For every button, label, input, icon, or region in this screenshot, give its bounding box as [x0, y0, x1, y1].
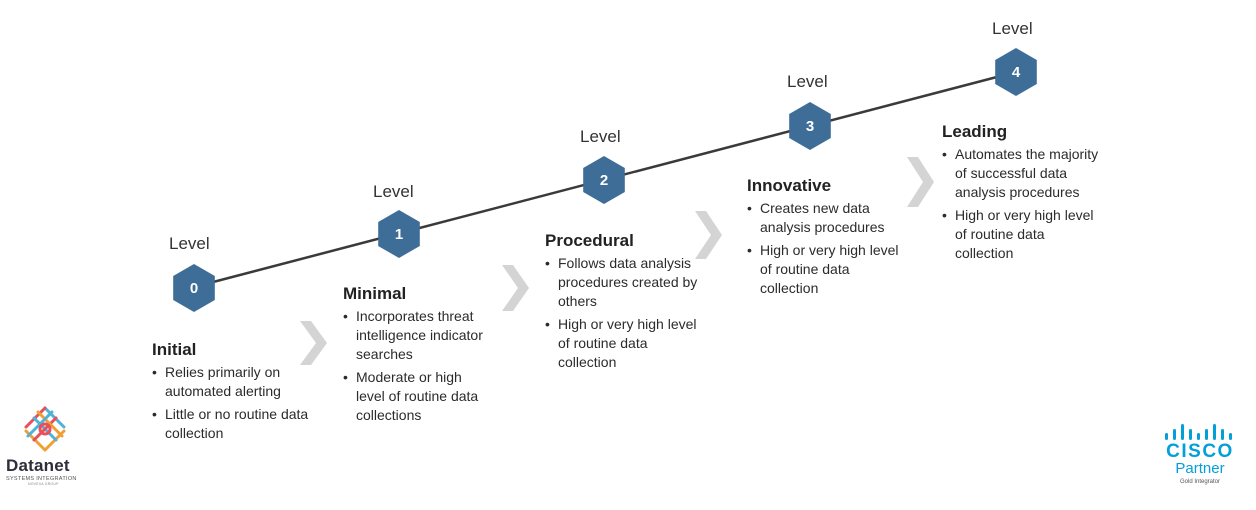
stage-procedural: Procedural Follows data analysis procedu…	[545, 231, 700, 376]
list-item: High or very high level of routine data …	[747, 241, 902, 298]
stage-initial: Initial Relies primarily on automated al…	[152, 340, 312, 447]
cisco-bridge-icon	[1165, 424, 1232, 440]
level-number-2: 2	[600, 172, 608, 189]
list-item: Follows data analysis procedures created…	[545, 254, 700, 311]
bullet-list: Automates the majority of successful dat…	[942, 145, 1102, 263]
datanet-knot-icon	[24, 406, 66, 452]
datanet-name: Datanet	[6, 456, 70, 475]
stage-leading: Leading Automates the majority of succes…	[942, 122, 1102, 267]
level-number-0: 0	[190, 280, 198, 297]
stage-title: Minimal	[343, 284, 407, 303]
stage-title: Innovative	[747, 176, 832, 195]
cisco-partner-logo: CISCO Partner Gold Integrator	[1158, 422, 1242, 485]
level-hexagon-4	[995, 48, 1037, 96]
datanet-logo: Datanet SYSTEMS INTEGRATION NOVEXA GROUP	[6, 404, 84, 486]
list-item: Creates new data analysis procedures	[747, 199, 902, 237]
list-item: Little or no routine data collection	[152, 405, 312, 443]
bullet-list: Incorporates threat intelligence indicat…	[343, 307, 493, 425]
bullet-list: Follows data analysis procedures created…	[545, 254, 700, 372]
level-label-4: Level	[992, 19, 1033, 38]
level-hexagon-0	[173, 264, 215, 312]
list-item: Moderate or high level of routine data c…	[343, 368, 493, 425]
bullet-list: Creates new data analysis procedures Hig…	[747, 199, 902, 298]
chevron-arrow	[300, 157, 934, 365]
stage-title: Procedural	[545, 231, 634, 250]
list-item: Automates the majority of successful dat…	[942, 145, 1102, 202]
datanet-subtitle: SYSTEMS INTEGRATION	[6, 476, 77, 482]
level-hexagon-1	[378, 210, 420, 258]
datanet-group: NOVEXA GROUP	[28, 482, 59, 486]
list-item: Relies primarily on automated alerting	[152, 363, 312, 401]
stage-minimal: Minimal Incorporates threat intelligence…	[343, 284, 493, 429]
stage-title: Leading	[942, 122, 1008, 141]
level-number-3: 3	[806, 118, 814, 135]
level-label-3: Level	[787, 72, 828, 91]
stage-title: Initial	[152, 340, 197, 359]
level-hexagon-2	[583, 156, 625, 204]
level-number-4: 4	[1012, 64, 1021, 81]
cisco-partner-label: Partner	[1175, 460, 1225, 477]
list-item: Incorporates threat intelligence indicat…	[343, 307, 493, 364]
list-item: High or very high level of routine data …	[942, 206, 1102, 263]
level-label-0: Level	[169, 234, 210, 253]
list-item: High or very high level of routine data …	[545, 315, 700, 372]
cisco-tier-label: Gold Integrator	[1179, 479, 1221, 485]
cisco-wordmark: CISCO	[1166, 441, 1234, 462]
bullet-list: Relies primarily on automated alerting L…	[152, 363, 312, 443]
level-label-1: Level	[373, 182, 414, 201]
stage-innovative: Innovative Creates new data analysis pro…	[747, 176, 902, 302]
level-label-2: Level	[580, 127, 621, 146]
level-number-1: 1	[395, 226, 403, 243]
level-hexagon-3	[789, 102, 831, 150]
